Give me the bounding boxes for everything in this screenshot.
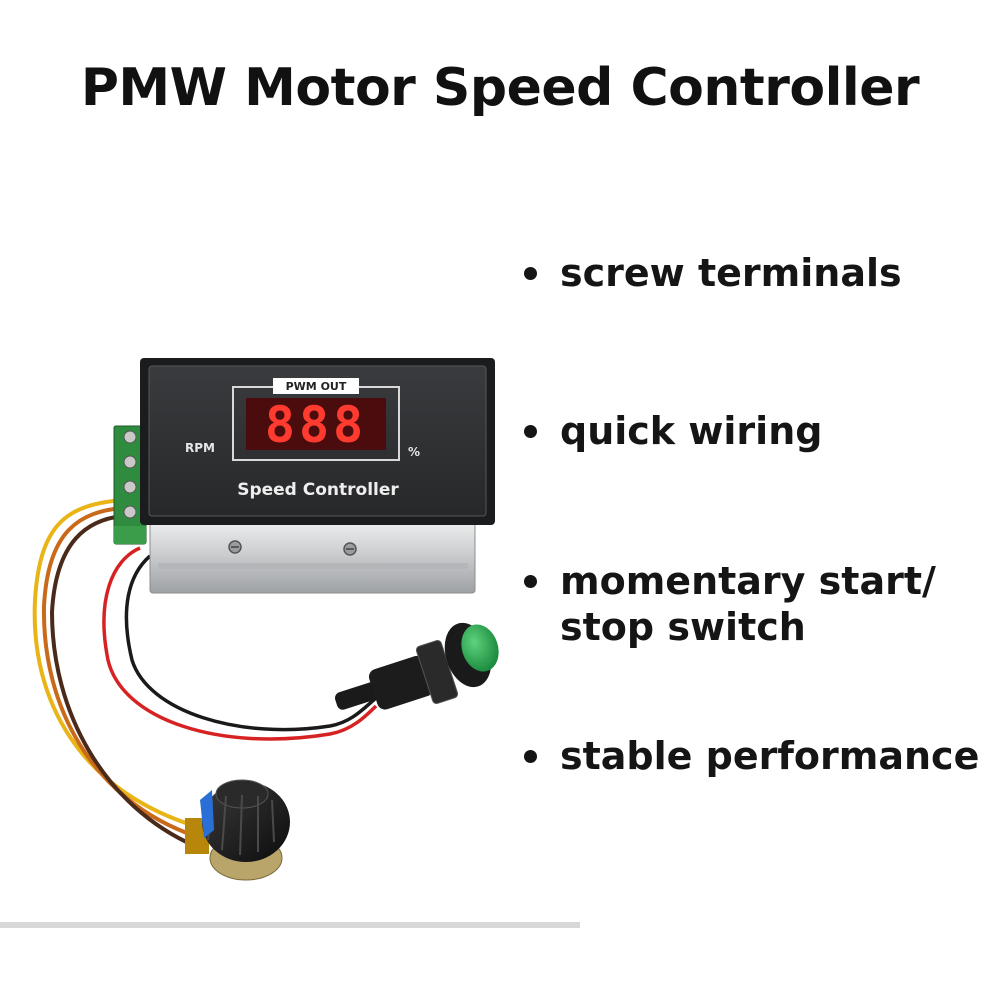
housing-groove xyxy=(158,563,468,569)
feature-text-line-2: stop switch xyxy=(560,605,806,649)
aluminium-housing xyxy=(149,514,476,594)
led-display xyxy=(246,398,386,450)
feature-text: stable performance xyxy=(560,734,980,778)
bullet-icon xyxy=(524,267,537,280)
feature-screw-terminals: screw terminals xyxy=(524,250,902,296)
wire-dark xyxy=(49,514,196,848)
green-button-icon xyxy=(461,624,499,672)
rpm-label: RPM xyxy=(185,441,215,455)
floor-shadow xyxy=(0,922,580,928)
switch-body xyxy=(368,655,433,710)
page-title: PMW Motor Speed Controller xyxy=(80,58,920,118)
potentiometer-blue-marker xyxy=(200,790,214,838)
feature-text-line-1: momentary start/ xyxy=(560,559,936,603)
percent-label: % xyxy=(408,445,420,459)
speed-controller-label: Speed Controller xyxy=(237,480,399,500)
wire-black xyxy=(124,554,378,732)
switch-nut xyxy=(415,639,459,705)
led-digits: 888 xyxy=(265,396,367,454)
wire-red xyxy=(102,546,378,741)
pwm-out-label: PWM OUT xyxy=(286,380,347,393)
speed-controller-product-image: PWM OUT 888 RPM % Speed Controller xyxy=(0,358,580,928)
feature-text: screw terminals xyxy=(560,251,902,295)
